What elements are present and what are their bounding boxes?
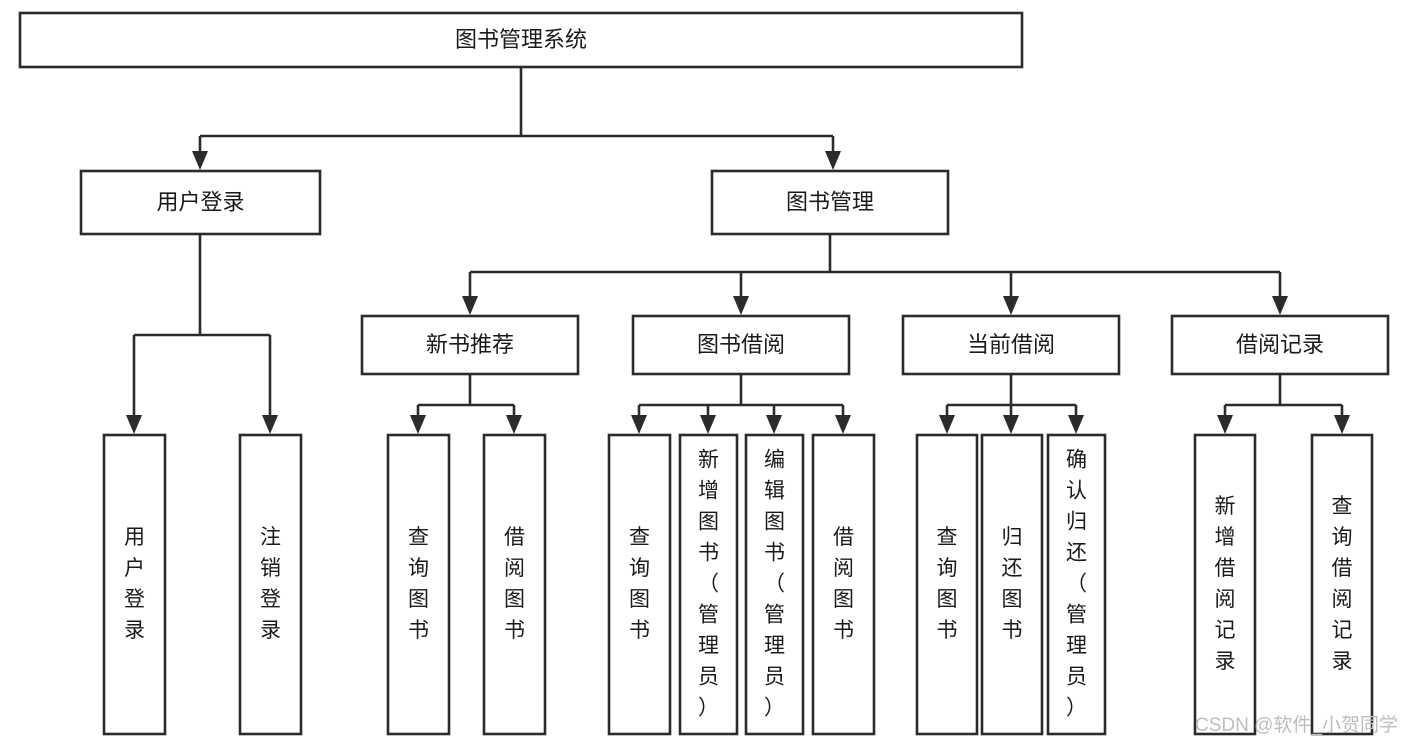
node-box-leaf-confirm-return[interactable] — [1046, 433, 1107, 736]
node-label-current-borrow: 当前借阅 — [967, 332, 1055, 357]
arrow-book-borrow-icon — [733, 296, 749, 315]
arrow-leaf-return-book-icon — [1003, 415, 1019, 434]
node-root[interactable]: 图书管理系统 — [18, 11, 1024, 69]
arrow-leaf-edit-book-icon — [766, 415, 782, 434]
node-leaf-add-book[interactable]: 新增图书（管理员） — [678, 433, 739, 736]
node-box-leaf-query-borrow-record[interactable] — [1310, 433, 1374, 736]
node-box-leaf-edit-book[interactable] — [744, 433, 805, 736]
node-label-leaf-query-borrow-record: 查询借阅记录 — [1332, 495, 1353, 673]
arrow-book-management-icon — [825, 151, 841, 170]
arrow-leaf-add-book-icon — [700, 415, 716, 434]
node-new-book-recommend[interactable]: 新书推荐 — [360, 314, 580, 376]
node-leaf-confirm-return[interactable]: 确认归还（管理员） — [1046, 433, 1107, 736]
node-book-management[interactable]: 图书管理 — [710, 169, 950, 236]
arrow-head-layer — [126, 151, 1350, 434]
node-label-borrow-record: 借阅记录 — [1236, 332, 1324, 357]
arrow-leaf-user-login-icon — [126, 415, 142, 434]
node-box-leaf-borrow-book[interactable] — [811, 433, 876, 736]
arrow-leaf-logout-icon — [262, 415, 278, 434]
node-leaf-return-book[interactable]: 归还图书 — [980, 433, 1044, 736]
node-borrow-record[interactable]: 借阅记录 — [1170, 314, 1390, 376]
node-label-root: 图书管理系统 — [455, 27, 587, 52]
arrow-leaf-query-borrow-record-icon — [1334, 415, 1350, 434]
node-box-borrow-record[interactable] — [1170, 314, 1390, 376]
node-leaf-query-book-recommend[interactable]: 查询图书 — [386, 433, 451, 736]
node-label-leaf-user-login: 用户登录 — [124, 526, 145, 642]
arrow-current-borrow-icon — [1003, 296, 1019, 315]
node-layer: 图书管理系统用户登录图书管理新书推荐图书借阅当前借阅借阅记录用户登录注销登录查询… — [18, 11, 1390, 736]
node-current-borrow[interactable]: 当前借阅 — [901, 314, 1121, 376]
node-label-leaf-query-book-recommend: 查询图书 — [408, 526, 429, 642]
arrow-leaf-borrow-book-icon — [835, 415, 851, 434]
node-box-user-login[interactable] — [79, 169, 322, 236]
arrow-leaf-add-borrow-record-icon — [1217, 415, 1233, 434]
node-leaf-borrow-book[interactable]: 借阅图书 — [811, 433, 876, 736]
node-box-root[interactable] — [18, 11, 1024, 69]
node-label-leaf-query-book-current: 查询图书 — [937, 526, 958, 642]
arrow-leaf-query-book-recommend-icon — [410, 415, 426, 434]
arrow-borrow-record-icon — [1272, 296, 1288, 315]
watermark-label: CSDN @软件_小贺同学 — [1195, 714, 1398, 736]
node-leaf-add-borrow-record[interactable]: 新增借阅记录 — [1193, 433, 1257, 736]
node-box-leaf-add-borrow-record[interactable] — [1193, 433, 1257, 736]
arrow-leaf-confirm-return-icon — [1068, 415, 1084, 434]
node-label-leaf-edit-book: 编辑图书（管理员） — [764, 448, 785, 719]
node-label-leaf-borrow-book: 借阅图书 — [833, 526, 854, 642]
node-book-borrow[interactable]: 图书借阅 — [631, 314, 851, 376]
node-label-leaf-logout: 注销登录 — [260, 526, 281, 642]
node-label-leaf-query-book-borrow: 查询图书 — [629, 526, 650, 642]
node-user-login[interactable]: 用户登录 — [79, 169, 322, 236]
node-leaf-query-book-current[interactable]: 查询图书 — [915, 433, 979, 736]
node-box-leaf-borrow-book-recommend[interactable] — [482, 433, 547, 736]
node-box-leaf-logout[interactable] — [238, 433, 303, 736]
node-label-book-borrow: 图书借阅 — [697, 332, 785, 357]
arrow-new-book-recommend-icon — [462, 296, 478, 315]
node-box-leaf-query-book-recommend[interactable] — [386, 433, 451, 736]
arrow-user-login-icon — [192, 151, 208, 170]
node-leaf-query-borrow-record[interactable]: 查询借阅记录 — [1310, 433, 1374, 736]
node-box-leaf-user-login[interactable] — [102, 433, 167, 736]
node-label-new-book-recommend: 新书推荐 — [426, 332, 514, 357]
node-label-leaf-add-book: 新增图书（管理员） — [698, 448, 719, 719]
node-box-leaf-query-book-current[interactable] — [915, 433, 979, 736]
node-box-book-borrow[interactable] — [631, 314, 851, 376]
node-leaf-query-book-borrow[interactable]: 查询图书 — [607, 433, 672, 736]
node-leaf-edit-book[interactable]: 编辑图书（管理员） — [744, 433, 805, 736]
node-leaf-borrow-book-recommend[interactable]: 借阅图书 — [482, 433, 547, 736]
node-label-leaf-add-borrow-record: 新增借阅记录 — [1215, 495, 1236, 673]
node-box-leaf-add-book[interactable] — [678, 433, 739, 736]
arrow-leaf-query-book-current-icon — [939, 415, 955, 434]
node-box-leaf-query-book-borrow[interactable] — [607, 433, 672, 736]
node-label-book-management: 图书管理 — [786, 189, 874, 214]
node-label-leaf-confirm-return: 确认归还（管理员） — [1066, 448, 1087, 719]
node-box-leaf-return-book[interactable] — [980, 433, 1044, 736]
arrow-leaf-borrow-book-recommend-icon — [506, 415, 522, 434]
node-label-user-login: 用户登录 — [156, 189, 244, 214]
node-leaf-logout[interactable]: 注销登录 — [238, 433, 303, 736]
node-label-leaf-return-book: 归还图书 — [1002, 526, 1023, 642]
node-leaf-user-login[interactable]: 用户登录 — [102, 433, 167, 736]
node-box-current-borrow[interactable] — [901, 314, 1121, 376]
node-box-book-management[interactable] — [710, 169, 950, 236]
node-label-leaf-borrow-book-recommend: 借阅图书 — [504, 526, 525, 642]
node-box-new-book-recommend[interactable] — [360, 314, 580, 376]
arrow-leaf-query-book-borrow-icon — [631, 415, 647, 434]
